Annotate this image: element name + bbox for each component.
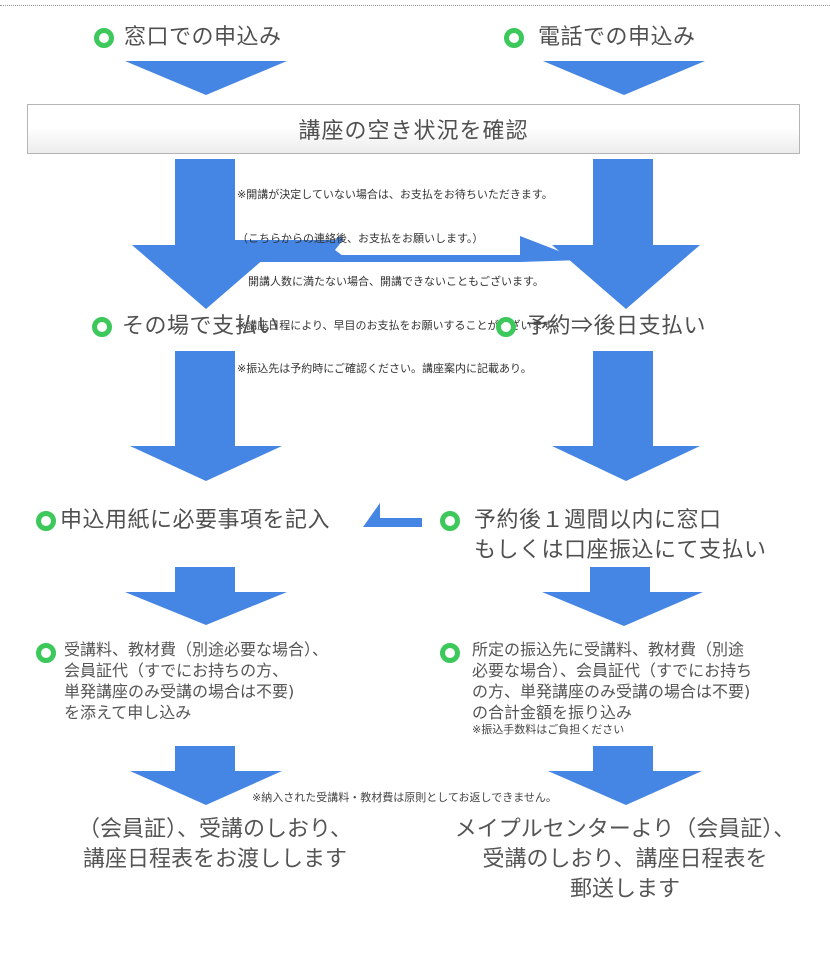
step-reserve-pay-later: 予約⇒後日支払い: [496, 312, 706, 342]
green-ring-icon: [36, 643, 56, 663]
refund-note: ※納入された受講料・教材費は原則としてお返しできません。: [252, 791, 557, 804]
step-detail-line: 受講料、教材費（別途必要な場合）、: [64, 640, 329, 659]
down-arrow-icon: [125, 61, 287, 95]
green-ring-icon: [440, 643, 460, 663]
step-detail-line: の合計金額を振り込み: [472, 703, 633, 722]
step-phone-application: 電話での申込み: [504, 23, 696, 53]
green-ring-icon: [504, 28, 524, 48]
step-label: 電話での申込み: [538, 25, 696, 50]
step-submit-fees: 受講料、教材費（別途必要な場合）、 会員証代（すでにお持ちの方、 単発講座のみ受…: [36, 639, 328, 723]
down-arrow-icon: [125, 567, 287, 625]
check-availability-box: 講座の空き状況を確認: [27, 104, 800, 154]
left-arrow-icon: [363, 503, 422, 527]
step-detail-line: 単発講座のみ受講の場合は不要): [64, 682, 295, 701]
green-ring-icon: [496, 317, 516, 337]
note-line: （こちらからの連絡後、お支払をお願いします。）: [237, 231, 484, 245]
step-bank-transfer: 所定の振込先に受講料、教材費（別途 必要な場合）、会員証代（すでにお持ち の方、…: [440, 639, 752, 736]
step-fill-form: 申込用紙に必要事項を記入: [36, 506, 330, 536]
down-arrow-icon: [543, 61, 705, 95]
step-label-line: もしくは口座振込にて支払い: [474, 538, 767, 563]
final-step-by-mail: メイプルセンターより（会員証）、 受講のしおり、講座日程表を 郵送します: [454, 817, 796, 902]
down-arrow-icon: [548, 746, 702, 805]
green-ring-icon: [440, 511, 460, 531]
top-dotted-divider: [0, 5, 830, 6]
right-angle-arrow-icon: [235, 236, 582, 262]
down-arrow-icon: [130, 746, 282, 805]
down-arrow-icon: [552, 159, 700, 309]
note-line: ※講座日程により、早目のお支払をお願いすることがございます。: [237, 318, 564, 332]
green-ring-icon: [92, 317, 112, 337]
step-label: 予約⇒後日支払い: [526, 314, 707, 339]
step-detail-line: 必要な場合）、会員証代（すでにお持ち: [472, 661, 753, 680]
right-angle-arrow-icon: [235, 240, 335, 256]
step-pay-within-week: 予約後１週間以内に窓口 もしくは口座振込にて支払い: [440, 506, 767, 566]
step-window-application: 窓口での申込み: [94, 23, 282, 53]
step-detail-line: 所定の振込先に受講料、教材費（別途: [472, 640, 745, 659]
final-step-in-person: （会員証）、受講のしおり、 講座日程表をお渡しします: [77, 817, 353, 872]
down-arrow-icon: [132, 159, 280, 309]
check-availability-label: 講座の空き状況を確認: [298, 119, 529, 144]
down-arrow-icon: [542, 567, 703, 626]
note-line: 開講人数に満たない場合、開講できないこともございます。: [237, 275, 544, 288]
step-label: 申込用紙に必要事項を記入: [60, 508, 331, 533]
step-pay-on-site: その場で支払い: [92, 312, 280, 342]
step-label-line: 予約後１週間以内に窓口: [474, 508, 722, 533]
step-detail-line: の方、単発講座のみ受講の場合は不要): [472, 682, 751, 701]
transfer-fee-note: ※振込手数料はご負担ください: [472, 723, 625, 736]
note-line: ※開講が決定していない場合は、お支払をお待ちいただきます。: [237, 188, 553, 201]
step-label: その場で支払い: [122, 314, 280, 339]
step-detail-line: を添えて申し込み: [64, 703, 192, 722]
note-line: ※振込先は予約時にご確認ください。講座案内に記載あり。: [237, 362, 532, 375]
down-arrow-icon: [552, 351, 700, 481]
down-arrow-icon: [130, 351, 282, 481]
step-label: 窓口での申込み: [124, 25, 282, 50]
green-ring-icon: [36, 511, 56, 531]
green-ring-icon: [94, 28, 114, 48]
step-detail-line: 会員証代（すでにお持ちの方、: [64, 661, 289, 680]
payment-notes: ※開講が決定していない場合は、お支払をお待ちいただきます。 （こちらからの連絡後…: [235, 158, 584, 375]
